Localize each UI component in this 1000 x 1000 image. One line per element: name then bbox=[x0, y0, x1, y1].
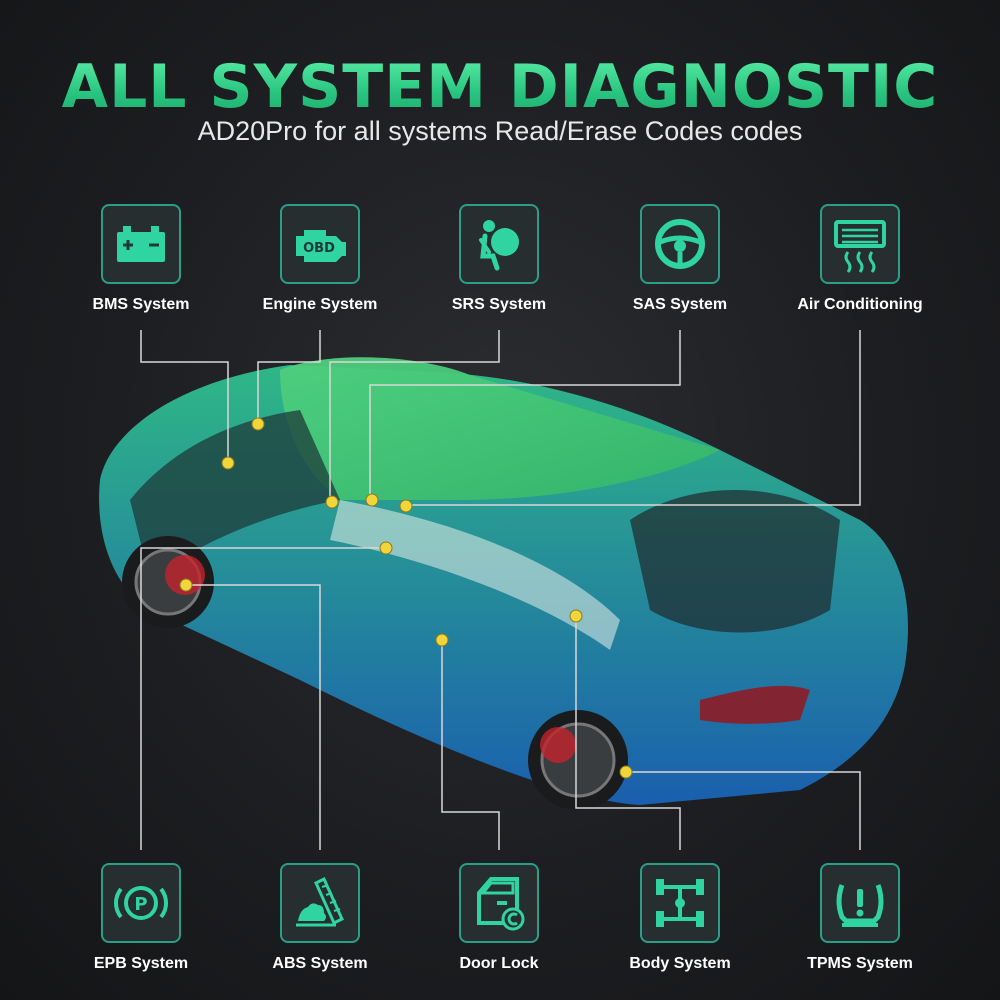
epb-system: P EPB System bbox=[51, 863, 231, 973]
body-system: Body System bbox=[590, 863, 770, 973]
body-system-label: Body System bbox=[629, 955, 731, 972]
engine-system-label: Engine System bbox=[262, 296, 378, 313]
battery-icon bbox=[101, 204, 181, 284]
tpms-system-label: TPMS System bbox=[807, 955, 913, 972]
air-conditioning-icon bbox=[820, 204, 900, 284]
engine-obd-text: OBD bbox=[303, 241, 335, 256]
tire-pressure-icon bbox=[820, 863, 900, 943]
engine-system: OBD Engine System bbox=[230, 204, 410, 314]
page-subtitle: AD20Pro for all systems Read/Erase Codes… bbox=[197, 116, 803, 146]
bms-system: BMS System bbox=[51, 204, 231, 314]
abs-system-label: ABS System bbox=[272, 955, 368, 972]
epb-p-text: P bbox=[134, 894, 147, 915]
callout-lines bbox=[140, 330, 861, 850]
engine-obd-icon: OBD bbox=[280, 204, 360, 284]
door-lock: Door Lock bbox=[409, 863, 589, 973]
parking-brake-icon: P bbox=[101, 863, 181, 943]
steering-wheel-icon bbox=[640, 204, 720, 284]
body-chassis-icon bbox=[640, 863, 720, 943]
sas-system-label: SAS System bbox=[632, 296, 728, 313]
door-lock-label: Door Lock bbox=[459, 955, 539, 972]
airbag-icon bbox=[459, 204, 539, 284]
car-body bbox=[99, 357, 909, 810]
diagnostic-markers bbox=[179, 417, 633, 779]
srs-system-label: SRS System bbox=[451, 296, 547, 313]
sas-system: SAS System bbox=[590, 204, 770, 314]
air-conditioning-label: Air Conditioning bbox=[797, 296, 923, 313]
epb-system-label: EPB System bbox=[93, 955, 189, 972]
bms-system-label: BMS System bbox=[92, 296, 190, 313]
abs-icon bbox=[280, 863, 360, 943]
abs-system: ABS System bbox=[230, 863, 410, 973]
tpms-system: TPMS System bbox=[770, 863, 950, 973]
srs-system: SRS System bbox=[409, 204, 589, 314]
door-lock-icon bbox=[459, 863, 539, 943]
air-conditioning: Air Conditioning bbox=[770, 204, 950, 314]
page-title: ALL SYSTEM DIAGNOSTIC bbox=[0, 52, 1000, 122]
